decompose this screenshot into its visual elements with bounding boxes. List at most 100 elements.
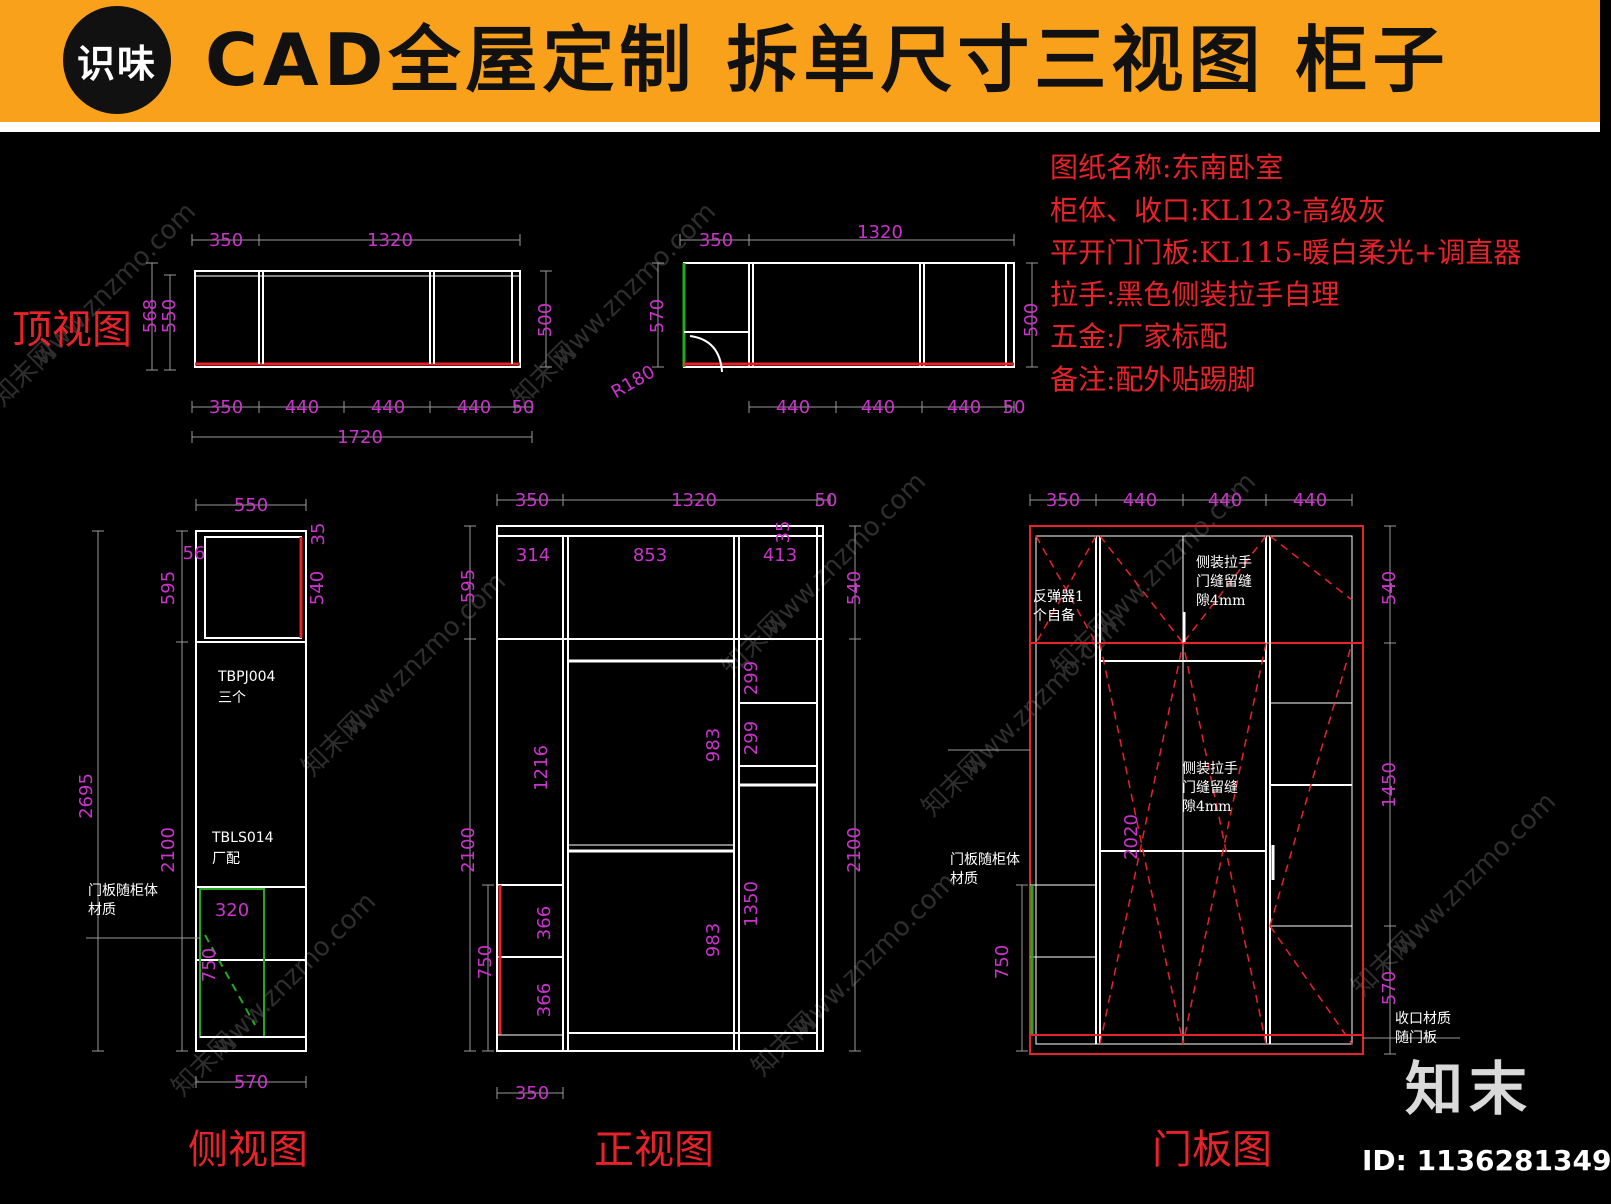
view-label-front: 正视图: [594, 1127, 714, 1173]
dimension-label: 350: [515, 1083, 549, 1104]
dimension-label: 1450: [1379, 762, 1400, 808]
dimension-label: 570: [1379, 971, 1400, 1005]
side-part1-qty: 三个: [218, 690, 246, 706]
top-view-2-cabinet-outline: [683, 262, 1015, 368]
side-part2-code: TBLS014: [212, 830, 274, 846]
spec-hardware: 五金:厂家标配: [1050, 320, 1228, 353]
side-part1-code: TBPJ004: [218, 669, 276, 685]
dimension-label: 1320: [367, 230, 413, 251]
dimension-label: 440: [457, 397, 491, 418]
dimension-label: 350: [699, 230, 733, 251]
dimension-label: 540: [307, 571, 328, 605]
watermark-site-cn-text: 知末网: [916, 746, 992, 822]
dimension-label: 440: [285, 397, 319, 418]
spec-cabinet-trim: 柜体、收口:KL123-高级灰: [1050, 194, 1386, 227]
dimension-label: 2695: [76, 773, 97, 819]
dimension-label: 750: [199, 948, 220, 982]
dimension-label: 500: [1021, 303, 1042, 337]
watermark-site-text: www.znzmo.com: [1387, 787, 1562, 962]
dimension-label: 366: [534, 983, 555, 1017]
side-view-outline: [195, 530, 307, 1052]
door-swing-line: [1182, 535, 1267, 644]
watermark-site-text: www.znzmo.com: [547, 197, 722, 372]
front-view-outline: [496, 525, 824, 1052]
door-swing-line: [1269, 925, 1353, 1045]
door-swing-line: [1269, 642, 1353, 927]
brand-logo: 识味: [63, 6, 171, 114]
dimension-label: 1320: [671, 490, 717, 511]
dimension-label: 350: [209, 397, 243, 418]
banner-title: CAD全屋定制 拆单尺寸三视图 柜子: [205, 18, 1450, 102]
dimension-label: 570: [647, 299, 668, 333]
dimension-label: 56: [183, 543, 206, 564]
dimension-label: 1720: [337, 427, 383, 448]
dimension-label: 550: [234, 495, 268, 516]
dimension-label: 320: [215, 900, 249, 921]
watermark-site-cn-text: 知末网: [296, 706, 372, 782]
dimension-label: 983: [703, 728, 724, 762]
dimension-label: 440: [1123, 490, 1157, 511]
door-swing-line: [1099, 642, 1184, 1045]
dimension-label: 350: [209, 230, 243, 251]
watermark-brand: 知末: [1405, 1055, 1534, 1123]
dimension-label: 440: [371, 397, 405, 418]
side-part2-qty: 厂配: [212, 851, 240, 867]
dimension-label: 1216: [531, 745, 552, 791]
cad-drawing-svg: www.znzmo.com知末网www.znzmo.com知末网www.znzm…: [0, 197, 1562, 1104]
dimension-label: 50: [815, 490, 838, 511]
dimension-label: 595: [458, 569, 479, 603]
dimension-label: 500: [535, 303, 556, 337]
side-view-top-compartment: [204, 536, 302, 639]
cabinet-outlines: [194, 262, 1364, 1055]
watermark-site-cn-text: 知末网: [746, 1006, 822, 1082]
dimension-label: 366: [534, 906, 555, 940]
door-swing-line: [1182, 642, 1267, 1045]
dimension-label: 440: [1293, 490, 1327, 511]
top-view-2-corner-arc: [689, 335, 723, 373]
trim-material-note: 收口材质随门板: [1395, 1011, 1451, 1046]
dimension-label: 440: [1208, 490, 1242, 511]
spec-door-panel: 平开门门板:KL115-暖白柔光+调直器: [1050, 236, 1522, 269]
spec-remark: 备注:配外贴踢脚: [1050, 363, 1256, 396]
spec-handle: 拉手:黑色侧装拉手自理: [1050, 278, 1340, 311]
dimension-label: 350: [1046, 490, 1080, 511]
side-view-drawer-diagonal: [204, 934, 256, 1026]
door-handle-note-top: 侧装拉手门缝留缝隙4mm: [1196, 555, 1252, 609]
dimension-label: 2100: [458, 827, 479, 873]
view-label-side: 侧视图: [188, 1127, 308, 1173]
spec-drawing-name: 图纸名称:东南卧室: [1050, 151, 1284, 184]
watermark-site-text: www.znzmo.com: [337, 567, 512, 742]
dimension-label: 750: [992, 945, 1013, 979]
watermark-id: ID: 1136281349: [1362, 1144, 1611, 1177]
dimension-label: 413: [763, 545, 797, 566]
dimension-label: 853: [633, 545, 667, 566]
dimension-label: 50: [512, 397, 535, 418]
dimension-label: 299: [741, 721, 762, 755]
door-view-inner-outline: [1035, 535, 1353, 1045]
door-view-outline: [1029, 525, 1364, 1055]
side-door-material-note: 门板随柜体材质: [88, 883, 158, 918]
dimension-label: 35: [308, 523, 329, 546]
dimension-label: 35: [773, 521, 794, 544]
dimension-label: 570: [234, 1072, 268, 1093]
dimension-label: 440: [861, 397, 895, 418]
dimension-label: 1320: [857, 222, 903, 243]
watermark-layer: www.znzmo.com知末网www.znzmo.com知末网www.znzm…: [0, 197, 1562, 1103]
dimension-label: 314: [516, 545, 550, 566]
dimension-label: 595: [158, 571, 179, 605]
dimension-label: 2020: [1121, 814, 1142, 860]
dimension-label: R180: [608, 361, 659, 403]
dimension-label: 1350: [741, 881, 762, 927]
dimension-label: 550: [159, 299, 180, 333]
door-swing-line: [1182, 642, 1267, 1045]
door-swing-line: [1099, 535, 1184, 644]
dimension-label: 440: [947, 397, 981, 418]
door-material-note: 门板随柜体材质: [950, 852, 1020, 887]
dimension-label: 350: [515, 490, 549, 511]
dimension-label: 50: [1003, 397, 1026, 418]
watermark-site-text: www.znzmo.com: [787, 867, 962, 1042]
dimension-label: 299: [741, 661, 762, 695]
view-label-door: 门板图: [1152, 1127, 1272, 1173]
dimension-label: 440: [776, 397, 810, 418]
